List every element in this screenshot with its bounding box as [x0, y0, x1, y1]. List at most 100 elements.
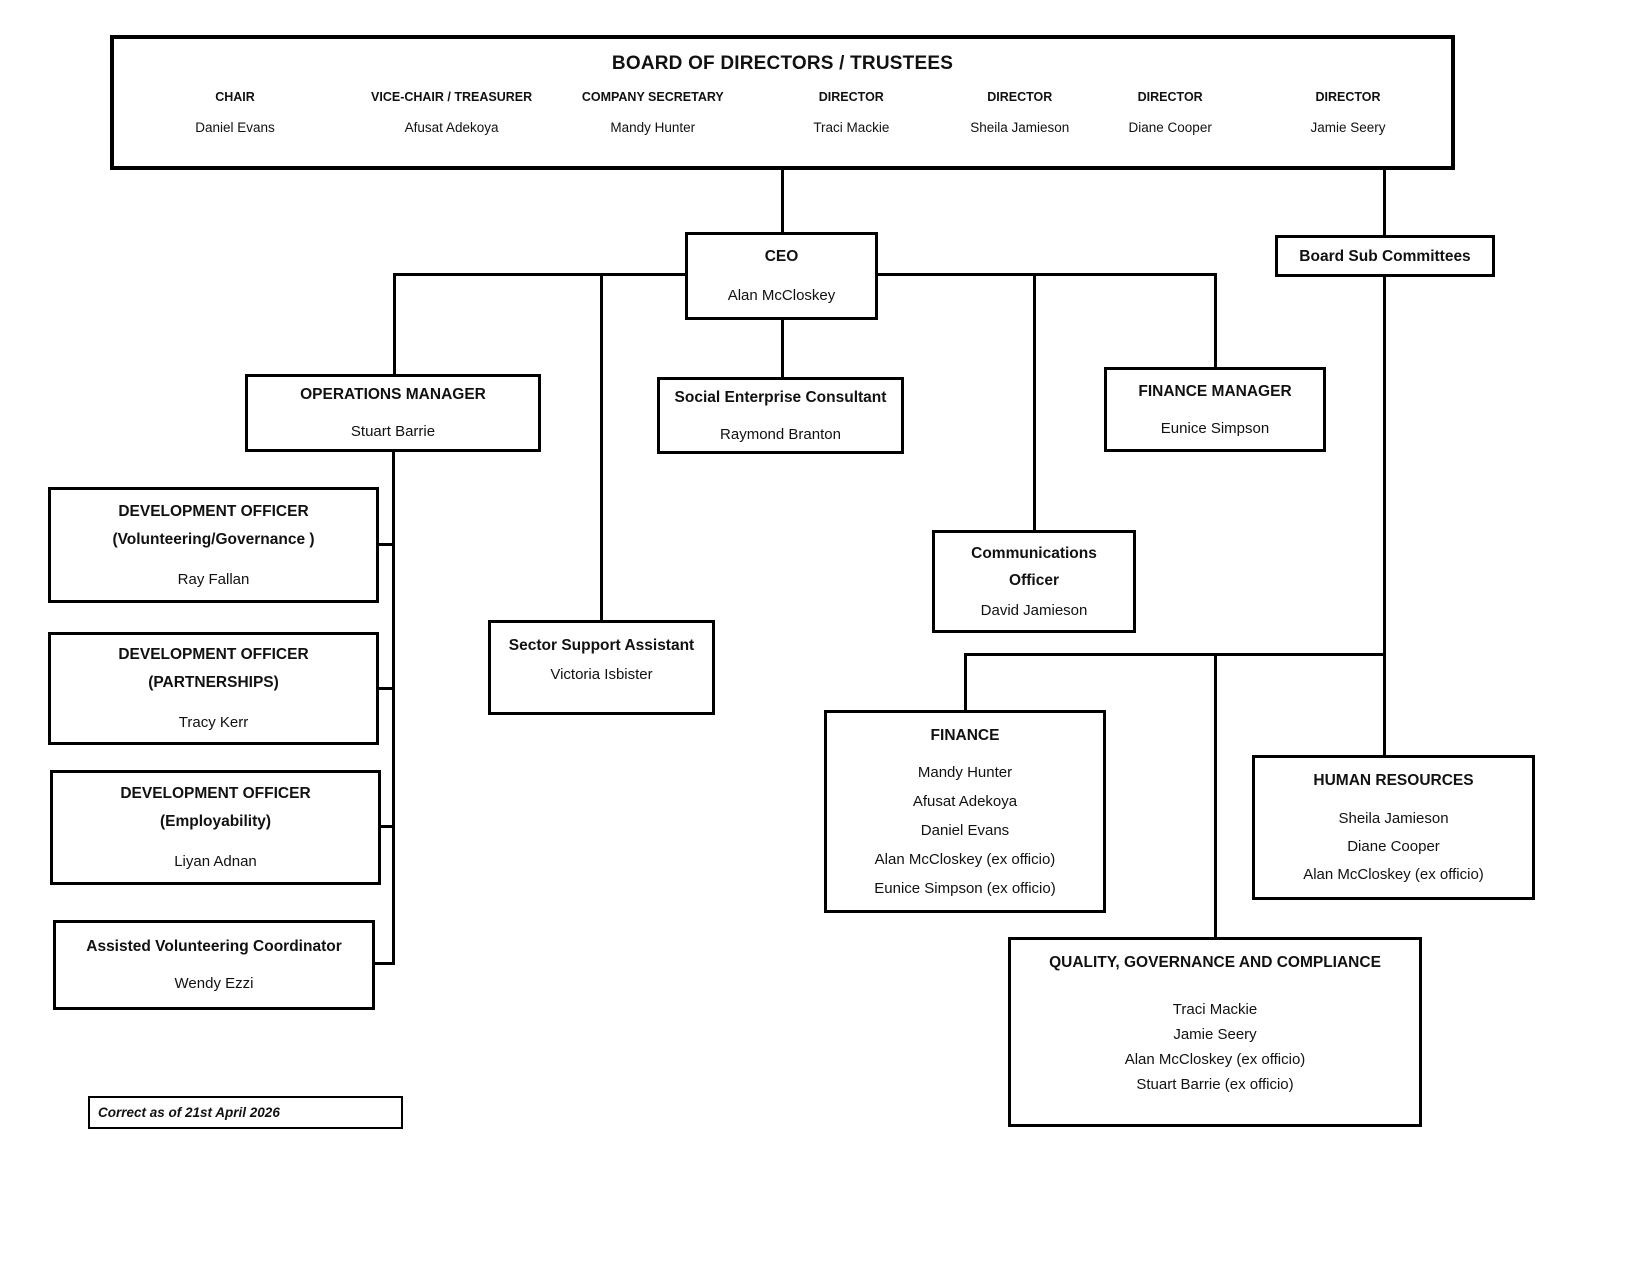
member-name: Eunice Simpson (ex officio)	[874, 880, 1056, 897]
connector-to-development-officer-volunteering	[379, 543, 392, 546]
board-role-label: DIRECTOR	[987, 90, 1053, 104]
member-name: Alan McCloskey (ex officio)	[1303, 866, 1484, 883]
board-role-label: DIRECTOR	[1315, 90, 1381, 104]
connector-ceo-right-horizontal	[878, 273, 1217, 276]
person-name: Wendy Ezzi	[174, 975, 254, 992]
member-name: Alan McCloskey (ex officio)	[1124, 1051, 1306, 1068]
board-title: BOARD OF DIRECTORS / TRUSTEES	[611, 53, 954, 74]
committee-members: Traci Mackie Jamie Seery Alan McCloskey …	[1125, 999, 1306, 1096]
connector-to-development-officer-employability	[381, 825, 392, 828]
person-name: Victoria Isbister	[550, 666, 653, 683]
role-title: FINANCE MANAGER	[1138, 382, 1292, 400]
member-name: Alan McCloskey (ex officio)	[874, 851, 1056, 868]
board-position-director-2: DIRECTOR Sheila Jamieson	[944, 90, 1095, 135]
operations-manager-box: OPERATIONS MANAGER Stuart Barrie	[245, 374, 541, 452]
board-role-label: COMPANY SECRETARY	[581, 90, 724, 104]
board-role-label: DIRECTOR	[1137, 90, 1203, 104]
member-name: Stuart Barrie (ex officio)	[1136, 1076, 1294, 1093]
development-officer-volunteering-box: DEVELOPMENT OFFICER (Volunteering/Govern…	[48, 487, 379, 603]
connector-to-finance-manager	[1214, 273, 1217, 367]
board-position-director-1: DIRECTOR Traci Mackie	[758, 90, 944, 135]
sector-support-assistant-box: Sector Support Assistant Victoria Isbist…	[488, 620, 715, 715]
member-name: Sheila Jamieson	[1338, 810, 1449, 827]
connector-to-quality-committee	[1214, 653, 1217, 937]
finance-committee-box: FINANCE Mandy Hunter Afusat Adekoya Dani…	[824, 710, 1106, 913]
person-name: Alan McCloskey	[727, 287, 836, 304]
person-name: Eunice Simpson	[1160, 419, 1270, 437]
role-title: Social Enterprise Consultant	[674, 388, 887, 406]
role-title-line2: Officer	[1009, 571, 1059, 589]
connector-to-development-officer-partnerships	[379, 687, 392, 690]
connector-to-communications-officer	[1033, 273, 1036, 530]
board-position-vice-chair: VICE-CHAIR / TREASURER Afusat Adekoya	[356, 90, 547, 135]
board-positions-row: CHAIR Daniel Evans VICE-CHAIR / TREASURE…	[114, 90, 1451, 135]
board-member-name: Mandy Hunter	[610, 120, 696, 135]
role-title: DEVELOPMENT OFFICER	[118, 502, 309, 520]
role-subtitle: (PARTNERSHIPS)	[148, 674, 279, 691]
assisted-volunteering-coordinator-box: Assisted Volunteering Coordinator Wendy …	[53, 920, 375, 1010]
footnote-text: Correct as of 21st April 2026	[98, 1105, 280, 1120]
member-name: Diane Cooper	[1347, 838, 1440, 855]
connector-ceo-to-consultant	[781, 320, 784, 377]
person-name: Tracy Kerr	[178, 714, 249, 731]
board-of-directors-box: BOARD OF DIRECTORS / TRUSTEES CHAIR Dani…	[110, 35, 1455, 170]
development-officer-partnerships-box: DEVELOPMENT OFFICER (PARTNERSHIPS) Tracy…	[48, 632, 379, 745]
connector-to-assisted-volunteering-coordinator	[375, 962, 392, 965]
board-role-label: CHAIR	[215, 90, 255, 104]
role-title-line1: Communications	[971, 544, 1097, 562]
correct-as-of-note: Correct as of 21st April 2026	[88, 1096, 403, 1129]
social-enterprise-consultant-box: Social Enterprise Consultant Raymond Bra…	[657, 377, 904, 454]
connector-to-operations-manager	[393, 273, 396, 374]
board-member-name: Jamie Seery	[1310, 120, 1386, 135]
connector-board-to-subcommittees	[1383, 170, 1386, 235]
person-name: Stuart Barrie	[350, 423, 436, 440]
role-title: Sector Support Assistant	[508, 637, 695, 654]
board-sub-committees-box: Board Sub Committees	[1275, 235, 1495, 277]
quality-governance-compliance-committee-box: QUALITY, GOVERNANCE AND COMPLIANCE Traci…	[1008, 937, 1422, 1127]
person-name: Liyan Adnan	[174, 853, 257, 870]
board-member-name: Traci Mackie	[813, 120, 890, 135]
role-title: OPERATIONS MANAGER	[300, 386, 486, 403]
connector-operations-vertical	[392, 452, 395, 965]
committee-title: HUMAN RESOURCES	[1313, 772, 1474, 789]
communications-officer-box: Communications Officer David Jamieson	[932, 530, 1136, 633]
board-role-label: DIRECTOR	[818, 90, 884, 104]
board-position-company-secretary: COMPANY SECRETARY Mandy Hunter	[547, 90, 758, 135]
role-title: DEVELOPMENT OFFICER	[118, 646, 309, 663]
member-name: Daniel Evans	[920, 822, 1010, 839]
member-name: Afusat Adekoya	[912, 793, 1018, 810]
connector-subcommittees-vertical	[1383, 277, 1386, 755]
committee-members: Mandy Hunter Afusat Adekoya Daniel Evans…	[874, 762, 1055, 900]
board-role-label: VICE-CHAIR / TREASURER	[371, 90, 533, 104]
connector-to-finance-committee	[964, 653, 967, 710]
member-name: Traci Mackie	[1172, 1001, 1258, 1018]
board-member-name: Daniel Evans	[195, 120, 275, 135]
development-officer-employability-box: DEVELOPMENT OFFICER (Employability) Liya…	[50, 770, 381, 885]
member-name: Mandy Hunter	[917, 764, 1013, 781]
role-title: CEO	[764, 248, 799, 265]
committee-members: Sheila Jamieson Diane Cooper Alan McClos…	[1303, 808, 1484, 886]
human-resources-committee-box: HUMAN RESOURCES Sheila Jamieson Diane Co…	[1252, 755, 1535, 900]
role-title: DEVELOPMENT OFFICER	[120, 785, 311, 802]
person-name: Raymond Branton	[720, 425, 841, 443]
board-position-director-3: DIRECTOR Diane Cooper	[1095, 90, 1245, 135]
ceo-box: CEO Alan McCloskey	[685, 232, 878, 320]
role-title: Assisted Volunteering Coordinator	[86, 938, 342, 955]
board-position-director-4: DIRECTOR Jamie Seery	[1245, 90, 1451, 135]
board-position-chair: CHAIR Daniel Evans	[114, 90, 356, 135]
board-member-name: Sheila Jamieson	[970, 120, 1070, 135]
box-title: Board Sub Committees	[1299, 247, 1471, 265]
person-name: David Jamieson	[980, 601, 1088, 619]
connector-committees-horizontal	[964, 653, 1386, 656]
role-subtitle: (Employability)	[159, 813, 272, 830]
connector-board-to-ceo	[781, 170, 784, 232]
connector-ceo-left-horizontal	[393, 273, 688, 276]
person-name: Ray Fallan	[177, 570, 250, 588]
committee-title: FINANCE	[930, 727, 1000, 744]
board-member-name: Afusat Adekoya	[404, 120, 499, 135]
role-subtitle: (Volunteering/Governance )	[112, 530, 315, 548]
committee-title: QUALITY, GOVERNANCE AND COMPLIANCE	[1049, 954, 1381, 971]
finance-manager-box: FINANCE MANAGER Eunice Simpson	[1104, 367, 1326, 452]
member-name: Jamie Seery	[1173, 1026, 1257, 1043]
